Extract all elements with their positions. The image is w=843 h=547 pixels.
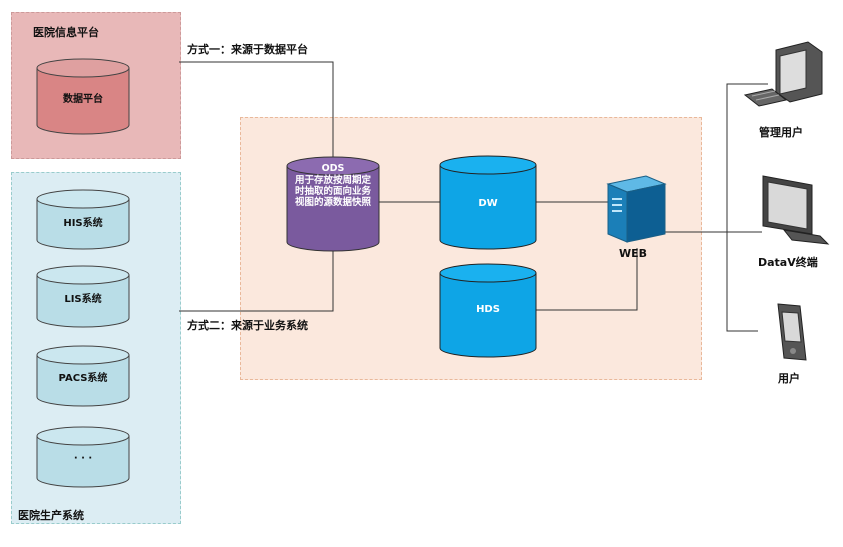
method2-label: 方式二：来源于业务系统	[187, 319, 308, 332]
hds-cylinder	[439, 263, 537, 358]
dw-cylinder	[439, 155, 537, 250]
ods-description: 用于存放按周期定时抽取的面向业务视图的源数据快照	[294, 175, 371, 208]
datav-terminal-label: DataV终端	[758, 256, 818, 269]
method2-connector	[179, 245, 334, 312]
pacs-cylinder	[36, 345, 130, 407]
pacs-label: PACS系统	[58, 373, 108, 384]
admin-user-label: 管理用户	[759, 126, 803, 139]
ods-cylinder	[286, 156, 380, 252]
connector-lines	[179, 61, 768, 332]
web-server-icon	[606, 175, 667, 243]
lis-cylinder	[36, 265, 130, 328]
admin-desktop-icon	[743, 41, 823, 107]
more-systems-cylinder	[36, 426, 130, 488]
hds-label: HDS	[476, 304, 500, 315]
method1-label: 方式一：来源于数据平台	[187, 43, 308, 56]
more-systems-label: · · ·	[73, 453, 93, 464]
data-platform-cylinder	[36, 58, 130, 135]
hds-web-connector	[536, 248, 638, 311]
his-label: HIS系统	[63, 218, 103, 229]
platform-region-title: 医院信息平台	[33, 26, 99, 39]
method1-connector	[179, 61, 334, 160]
production-region-title: 医院生产系统	[18, 509, 84, 522]
ods-title: ODS	[321, 163, 345, 174]
mobile-device-icon	[777, 303, 807, 361]
dw-label: DW	[478, 198, 498, 209]
lis-label: LIS系统	[64, 294, 102, 305]
user-label: 用户	[778, 372, 800, 385]
clients-bus	[726, 83, 768, 332]
data-platform-label: 数据平台	[63, 94, 103, 105]
datav-monitor-icon	[762, 175, 830, 245]
web-label: WEB	[619, 247, 648, 260]
his-cylinder	[36, 189, 130, 250]
